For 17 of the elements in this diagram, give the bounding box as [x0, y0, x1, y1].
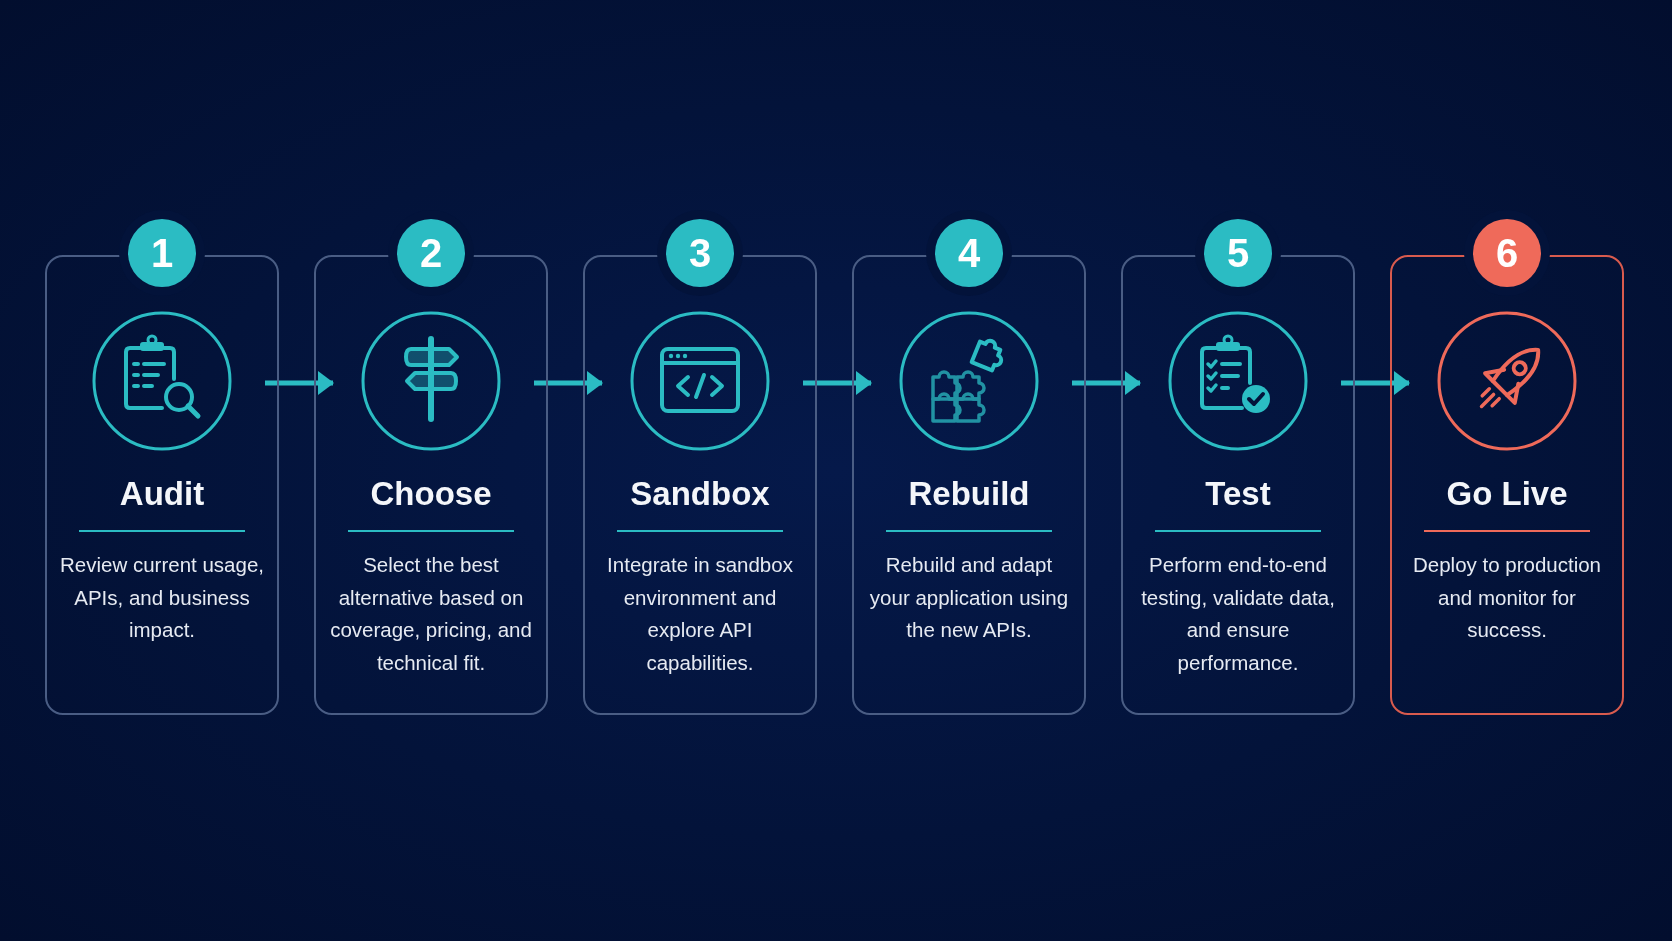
- step-title: Sandbox: [630, 474, 770, 514]
- arrow: [1072, 371, 1141, 395]
- step-description: Review current usage, APIs, and business impact.: [59, 552, 265, 643]
- step-description: Rebuild and adapt your application using the new APIs.: [868, 552, 1070, 643]
- arrow: [803, 371, 872, 395]
- step-description: Perform end-to-end testing, validate data, and ensure performance.: [1140, 552, 1336, 676]
- arrow: [1341, 371, 1410, 395]
- step-description: Deploy to production and monitor for success.: [1411, 552, 1602, 643]
- step-title: Go Live: [1446, 474, 1568, 514]
- step-title: Test: [1205, 474, 1271, 514]
- step-description: Integrate in sandbox environment and explore API capabilities.: [606, 552, 794, 676]
- step-title: Choose: [370, 474, 492, 514]
- step-title: Audit: [119, 474, 205, 514]
- arrow: [534, 371, 603, 395]
- step-description: Select the best alternative based on coverage, pricing, and technical fit.: [329, 552, 533, 676]
- step-title: Rebuild: [908, 474, 1030, 514]
- arrow: [265, 371, 334, 395]
